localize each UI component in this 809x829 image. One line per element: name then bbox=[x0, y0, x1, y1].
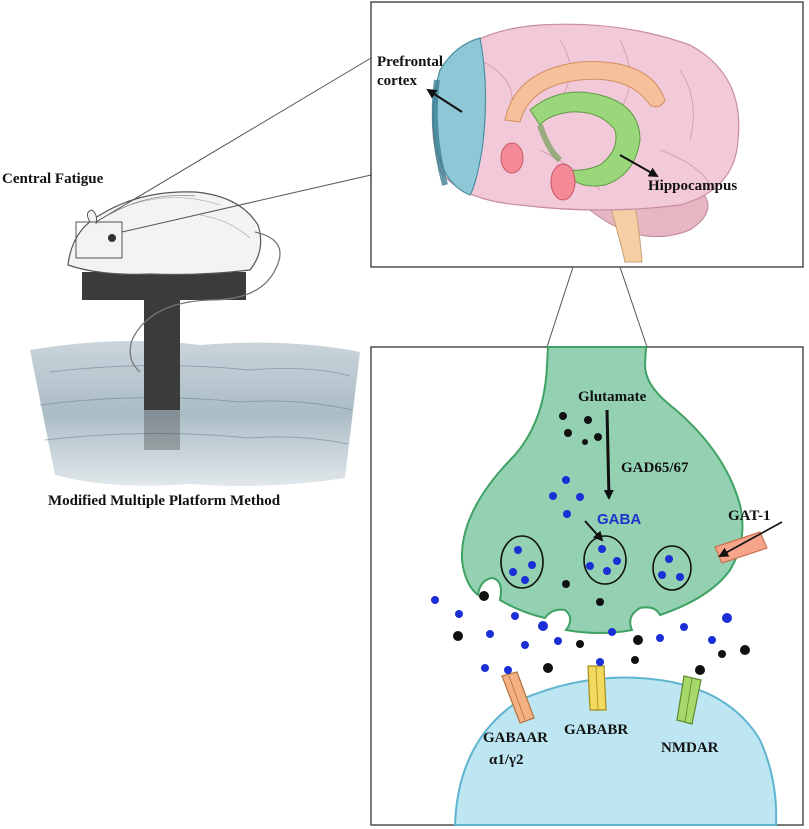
neurotransmitter-molecules bbox=[431, 412, 750, 675]
gaba-molecule bbox=[676, 573, 684, 581]
rat bbox=[67, 191, 281, 373]
central-fatigue-label: Central Fatigue bbox=[2, 171, 104, 187]
prefrontal-label-line2: cortex bbox=[377, 73, 417, 89]
glutamate-molecule bbox=[576, 640, 584, 648]
gaba-molecule bbox=[431, 596, 439, 604]
gaba-molecule bbox=[613, 557, 621, 565]
gababr-label: GABABR bbox=[564, 722, 628, 738]
gaba-molecule bbox=[511, 612, 519, 620]
gaba-molecule bbox=[509, 568, 517, 576]
gaba-molecule bbox=[722, 613, 732, 623]
gabaar-label-line2: α1/γ2 bbox=[489, 752, 524, 768]
glutamate-molecule bbox=[562, 580, 570, 588]
gaba-molecule bbox=[538, 621, 548, 631]
gaba-molecule bbox=[549, 492, 557, 500]
zoom-line-lower bbox=[121, 174, 372, 233]
gaba-molecule bbox=[521, 641, 529, 649]
gaba-molecule bbox=[528, 561, 536, 569]
gaba-molecule bbox=[521, 576, 529, 584]
hippocampus-arrow bbox=[619, 154, 659, 177]
vesicle bbox=[500, 535, 544, 589]
postsynaptic-neuron bbox=[453, 676, 778, 826]
gaba-molecule bbox=[608, 628, 616, 636]
prefrontal-label-line1: Prefrontal bbox=[377, 54, 443, 70]
glutamate-molecule bbox=[584, 416, 592, 424]
glutamate-molecule bbox=[633, 635, 643, 645]
zoom-line-upper bbox=[95, 57, 372, 223]
glutamate-molecule bbox=[594, 433, 602, 441]
gaba-molecule bbox=[486, 630, 494, 638]
nmdar-receptor bbox=[676, 675, 702, 725]
glutamate-molecule bbox=[740, 645, 750, 655]
gaba-molecule bbox=[596, 658, 604, 666]
glutamate-label: Glutamate bbox=[578, 389, 647, 405]
glutamate-molecule bbox=[596, 598, 604, 606]
gaba-molecule bbox=[603, 567, 611, 575]
glutamate-molecule bbox=[564, 429, 572, 437]
synaptic-vesicles bbox=[500, 535, 692, 591]
glutamate-molecule bbox=[453, 631, 463, 641]
gaba-molecule bbox=[562, 476, 570, 484]
gaba-molecule bbox=[656, 634, 664, 642]
glutamate-molecule bbox=[479, 591, 489, 601]
gabaar-receptor bbox=[501, 671, 535, 724]
gat1-uptake-arrow bbox=[718, 521, 783, 557]
gad-label: GAD65/67 bbox=[621, 460, 689, 476]
glutamate-molecule bbox=[695, 665, 705, 675]
gaba-molecule bbox=[554, 637, 562, 645]
gaba-molecule bbox=[514, 546, 522, 554]
glutamate-molecule bbox=[631, 656, 639, 664]
gaba-molecule bbox=[658, 571, 666, 579]
water bbox=[30, 341, 360, 486]
zoom-line-left bbox=[546, 266, 574, 348]
glutamate-molecule bbox=[718, 650, 726, 658]
prefrontal-arrow bbox=[426, 88, 463, 113]
vesicle bbox=[583, 535, 627, 585]
glutamate-molecule bbox=[543, 663, 553, 673]
glutamate-molecule bbox=[582, 439, 588, 445]
gaba-molecule bbox=[598, 545, 606, 553]
rat-platform-illustration bbox=[30, 191, 360, 486]
gababr-receptor bbox=[587, 665, 607, 711]
gaba-label: GABA bbox=[597, 511, 641, 528]
gaba-molecule bbox=[563, 510, 571, 518]
zoom-line-right bbox=[619, 266, 648, 348]
nmdar-label: NMDAR bbox=[661, 740, 719, 756]
gaba-molecule bbox=[504, 666, 512, 674]
gaba-packaging-arrow bbox=[584, 520, 604, 542]
gaba-molecule bbox=[576, 493, 584, 501]
gabaar-label-line1: GABAAR bbox=[483, 730, 548, 746]
gaba-molecule bbox=[455, 610, 463, 618]
method-caption: Modified Multiple Platform Method bbox=[48, 493, 281, 509]
glutamate-molecule bbox=[559, 412, 567, 420]
gaba-molecule bbox=[481, 664, 489, 672]
vesicle bbox=[652, 545, 692, 591]
gaba-molecule bbox=[708, 636, 716, 644]
gaba-molecule bbox=[680, 623, 688, 631]
gaba-molecule bbox=[665, 555, 673, 563]
glutamate-to-gaba-arrow bbox=[603, 409, 614, 500]
gaba-molecule bbox=[586, 562, 594, 570]
gat1-label: GAT-1 bbox=[728, 508, 771, 524]
brain-illustration bbox=[431, 23, 740, 263]
hippocampus-label: Hippocampus bbox=[648, 178, 737, 194]
